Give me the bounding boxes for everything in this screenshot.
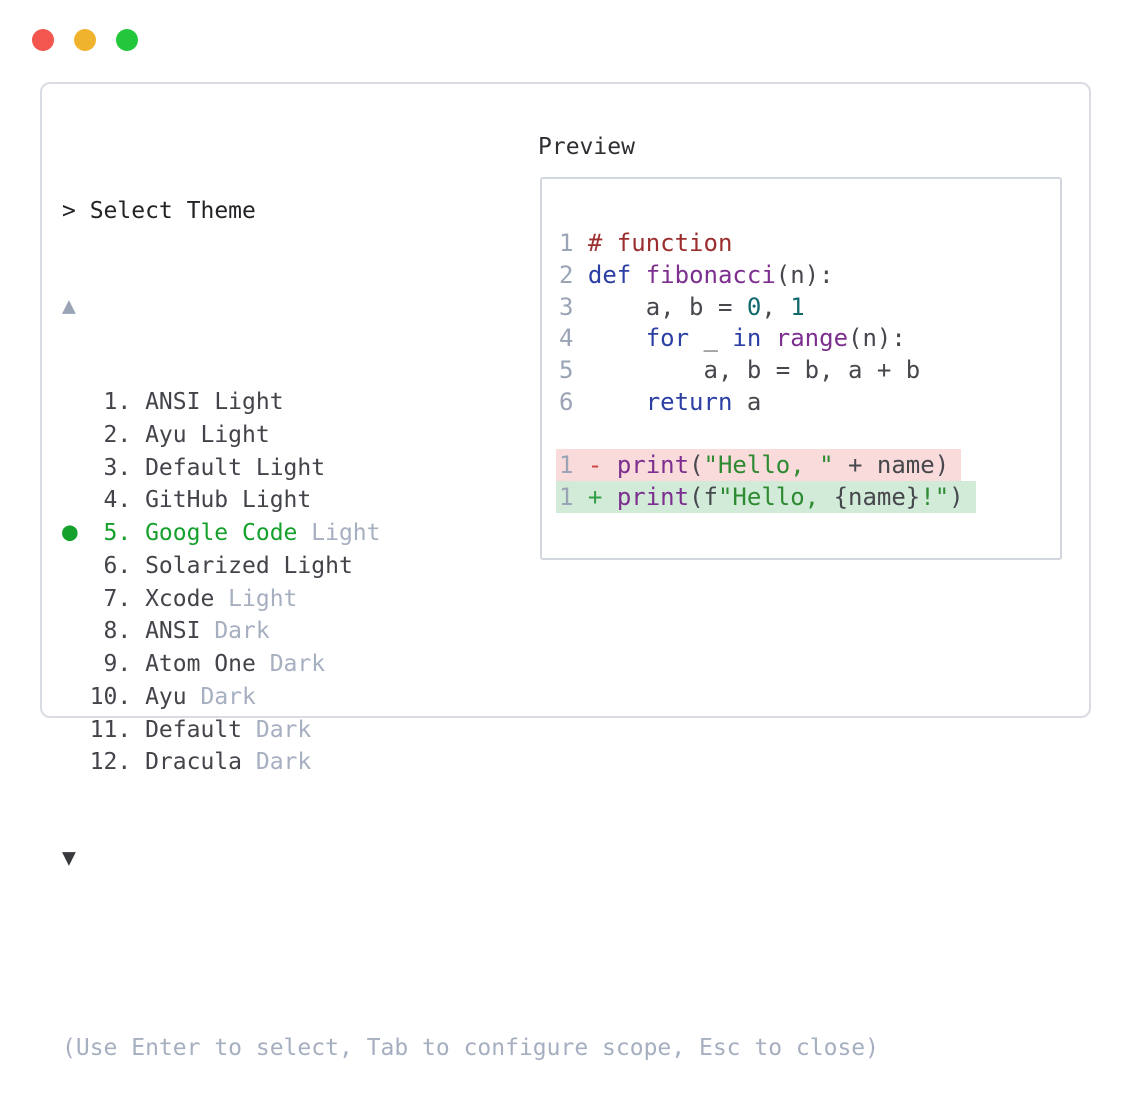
theme-item-label: 1. ANSI [89, 389, 201, 415]
code-line: 2 def fibonacci(n): [559, 260, 834, 289]
code-line: 5 a, b = b, a + b [559, 356, 921, 384]
code-line: 1 # function [559, 229, 733, 257]
diff-line-removed: 1 - print("Hello, " + name) [556, 449, 976, 482]
line-number [559, 420, 588, 448]
theme-list-item[interactable]: 6. Solarized Light [62, 550, 879, 583]
theme-item-variant: Light [242, 454, 326, 481]
line-number: 4 [559, 324, 588, 353]
diff-line-added: 1 + print(f"Hello, {name}!") [556, 481, 976, 514]
theme-item-label: 3. Default [89, 454, 243, 481]
theme-item-variant: Light [269, 552, 353, 579]
line-number: 1 [559, 451, 588, 480]
line-number: 2 [559, 260, 588, 289]
bullet-placeholder [62, 714, 90, 746]
theme-list-item[interactable]: 2. Ayu Light [62, 419, 879, 452]
bullet-placeholder [62, 615, 90, 647]
line-number: 6 [559, 387, 588, 416]
theme-item-variant: Light [214, 585, 298, 612]
bullet-placeholder [62, 419, 90, 451]
theme-prompt: > Select Theme [62, 197, 256, 224]
theme-item-variant: Dark [242, 749, 312, 776]
theme-item-variant: Dark [255, 651, 326, 677]
theme-list-item[interactable]: 3. Default Light [62, 452, 879, 485]
theme-item-variant: Light [297, 520, 381, 546]
code-line [559, 419, 976, 451]
preview-title: Preview [538, 134, 635, 160]
footer-hint: (Use Enter to select, Tab to configure s… [62, 1035, 879, 1061]
minimize-window-button[interactable] [74, 29, 96, 51]
theme-item-label: 10. Ayu [89, 683, 187, 710]
theme-item-label: 2. Ayu [89, 421, 187, 448]
scroll-down-icon[interactable]: ▼ [62, 844, 76, 871]
spacer-line [62, 938, 879, 970]
selected-indicator-icon: ● [62, 517, 78, 547]
theme-item-label: 9. Atom One [89, 651, 256, 677]
theme-list-item[interactable]: 12. Dracula Dark [62, 746, 879, 779]
theme-item-label: 6. Solarized [89, 552, 270, 579]
line-number: 1 [559, 483, 588, 511]
zoom-window-button[interactable] [116, 29, 138, 51]
bullet-placeholder [62, 452, 90, 484]
line-number: 3 [559, 292, 588, 321]
theme-item-label: 5. Google Code [89, 520, 298, 546]
theme-item-variant: Light [186, 421, 270, 448]
theme-item-label: 12. Dracula [89, 749, 243, 776]
theme-list-item[interactable]: 9. Atom One Dark [62, 648, 879, 681]
bullet-placeholder [62, 746, 90, 778]
theme-item-label: 4. GitHub [89, 487, 229, 514]
window-controls [32, 29, 138, 51]
theme-list-item[interactable]: 8. ANSI Dark [62, 615, 879, 648]
theme-item-variant: Dark [200, 618, 270, 645]
theme-item-variant: Light [228, 487, 312, 514]
theme-item-label: 8. ANSI [89, 618, 201, 645]
bullet-placeholder [62, 484, 90, 516]
bullet-placeholder [62, 583, 90, 615]
bullet-placeholder [62, 648, 90, 680]
code-line: 3 a, b = 0, 1 [559, 292, 805, 321]
theme-item-label: 7. Xcode [89, 585, 215, 612]
line-number: 1 [559, 229, 588, 257]
code-line: 6 return a [559, 387, 762, 416]
scroll-up-icon[interactable]: ▲ [62, 292, 76, 319]
theme-item-variant: Dark [242, 716, 312, 743]
preview-code: 1 # function 2 def fibonacci(n): 3 a, b = … [556, 228, 976, 514]
theme-list-item[interactable]: 4. GitHub Light [62, 484, 879, 517]
theme-list-item[interactable]: 7. Xcode Light [62, 583, 879, 616]
close-window-button[interactable] [32, 29, 54, 51]
bullet-placeholder [62, 550, 90, 582]
bullet-placeholder [62, 386, 90, 418]
theme-item-variant: Dark [186, 683, 256, 710]
theme-list-item[interactable]: ● 5. Google Code Light [62, 517, 879, 550]
bullet-placeholder [62, 681, 90, 713]
theme-list-item[interactable]: 10. Ayu Dark [62, 681, 879, 714]
theme-list-item[interactable]: 1. ANSI Light [62, 386, 879, 419]
line-number: 5 [559, 356, 588, 384]
theme-item-label: 11. Default [89, 716, 243, 743]
theme-list-item[interactable]: 11. Default Dark [62, 714, 879, 747]
code-line: 4 for _ in range(n): [559, 324, 906, 353]
theme-item-variant: Light [200, 389, 284, 415]
